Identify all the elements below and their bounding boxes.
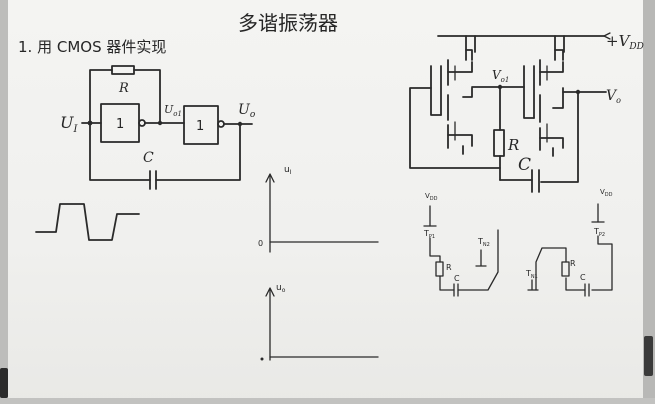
eql-vdd-label: VDD (425, 192, 438, 202)
eql-c-label: C (454, 274, 460, 283)
eqr-tp-label: TP2 (593, 227, 605, 238)
gate-resistor-label: R (118, 81, 129, 96)
graph-top-zero: 0 (258, 239, 263, 248)
equivalent-circuit-right: VDD TP2 C R TN1 (525, 188, 613, 297)
eql-tn-label: TN2 (477, 237, 490, 248)
board-frame-left (0, 0, 8, 404)
eql-resistor (435, 261, 444, 277)
equivalent-circuit-left: VDD TP1 R C TN2 (423, 192, 499, 297)
eql-r-label: R (446, 263, 452, 272)
square-wave-sketch (35, 203, 140, 241)
section-title: 1. 用 CMOS 器件实现 (18, 38, 166, 56)
input-label: UI (60, 113, 78, 135)
tc-resistor-label: R (507, 136, 519, 154)
graph-bottom-y-label: uo (276, 283, 286, 294)
eqr-tn-label: TN1 (525, 269, 538, 280)
output-voltage-graph: uo (260, 283, 379, 361)
input-voltage-graph: uI 0 (258, 165, 379, 253)
board-heading: 多谐振荡器 (238, 11, 338, 35)
gate-capacitor-label: C (143, 150, 154, 166)
mid-node-dot (157, 120, 163, 126)
gate2-text: 1 (196, 119, 204, 134)
eqr-r-label: R (570, 259, 576, 268)
eqr-resistor (561, 261, 570, 277)
gate1-text: 1 (116, 117, 124, 132)
feedback-resistor (111, 65, 135, 75)
tc-capacitor-label: C (518, 155, 531, 175)
output-label: Uo (238, 102, 256, 120)
marker-pen-right[interactable] (644, 336, 653, 376)
supply-label: +VDD (606, 32, 644, 52)
tc-mid-label: Vo1 (492, 68, 509, 84)
graph-top-y-label: uI (284, 165, 292, 176)
gate-oscillator-circuit: R 1 UI Uo1 1 Uo C (60, 65, 256, 190)
board-frame-bottom (0, 398, 655, 404)
eqr-vdd-label: VDD (600, 188, 613, 198)
board-frame-right (643, 0, 655, 404)
mid-label: Uo1 (164, 103, 182, 118)
eql-tp-label: TP1 (423, 229, 435, 240)
transistor-circuit: +VDD Vo1 R Vo (409, 32, 644, 193)
graph-bottom-origin-dot (260, 357, 264, 361)
eqr-c-label: C (580, 273, 586, 282)
tc-resistor (493, 129, 505, 157)
marker-pen-left[interactable] (0, 368, 8, 398)
tc-output-label: Vo (606, 88, 621, 105)
